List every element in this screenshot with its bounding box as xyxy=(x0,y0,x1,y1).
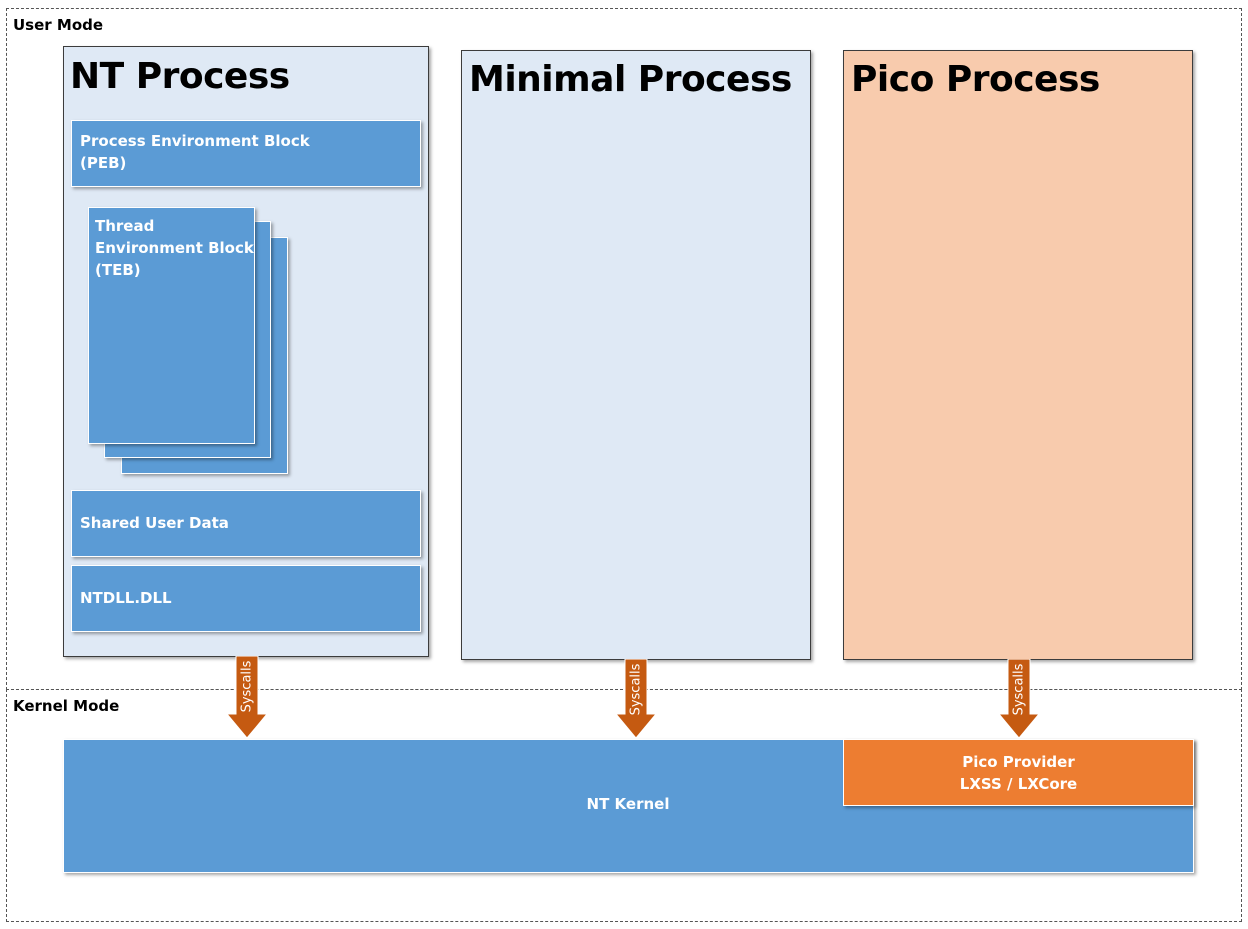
down-arrow-icon xyxy=(616,659,656,739)
syscall-label-minimal: Syscalls xyxy=(628,663,644,715)
pico-process-title: Pico Process xyxy=(851,59,1100,100)
peb-label-line2: (PEB) xyxy=(80,154,127,172)
ntdll-label: NTDLL.DLL xyxy=(80,589,172,607)
kernel-mode-region xyxy=(6,689,1242,922)
shared-user-data-label: Shared User Data xyxy=(80,514,229,532)
ntdll-block: NTDLL.DLL xyxy=(71,565,421,632)
minimal-process-title: Minimal Process xyxy=(469,59,792,100)
teb-label-line3: (TEB) xyxy=(95,261,141,279)
peb-block: Process Environment Block (PEB) xyxy=(71,120,421,187)
teb-block-front: Thread Environment Block (TEB) xyxy=(88,207,255,444)
teb-label-line1: Thread xyxy=(95,217,155,235)
syscall-arrow-pico: Syscalls xyxy=(999,659,1039,740)
pico-provider-block: Pico Provider LXSS / LXCore xyxy=(843,739,1194,806)
pico-process-box xyxy=(843,50,1193,660)
pico-provider-line1: Pico Provider xyxy=(962,753,1075,771)
down-arrow-icon xyxy=(999,659,1039,739)
down-arrow-icon xyxy=(227,656,267,739)
user-mode-label: User Mode xyxy=(13,16,104,34)
nt-process-title: NT Process xyxy=(70,56,290,97)
pico-provider-line2: LXSS / LXCore xyxy=(959,775,1078,793)
kernel-mode-label: Kernel Mode xyxy=(13,697,120,715)
syscall-arrow-minimal: Syscalls xyxy=(616,659,656,740)
nt-kernel-label: NT Kernel xyxy=(586,795,670,813)
shared-user-data-block: Shared User Data xyxy=(71,490,421,557)
minimal-process-box xyxy=(461,50,811,660)
syscall-label-pico: Syscalls xyxy=(1011,663,1027,715)
syscall-label-nt: Syscalls xyxy=(239,660,255,712)
peb-label-line1: Process Environment Block xyxy=(80,132,310,150)
teb-label-line2: Environment Block xyxy=(95,239,254,257)
syscall-arrow-nt: Syscalls xyxy=(227,656,267,740)
